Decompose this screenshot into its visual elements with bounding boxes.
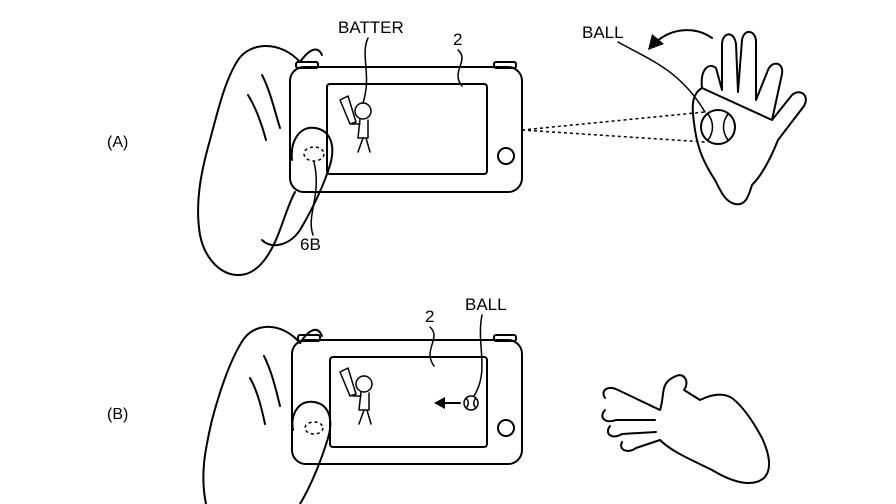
ball-label-a: BALL [582,23,624,42]
home-button-b [497,419,515,437]
right-hand-a [691,31,807,206]
ball-motion-arrowhead [434,397,445,409]
panel-b-label: (B) [107,406,128,423]
throw-arrow [655,29,713,43]
ball-leader-b [473,314,483,397]
right-hand-b [601,374,770,485]
shoulder-button-right-b [493,334,517,342]
left-hand-a [197,45,334,277]
bat-b [339,367,357,397]
button-6b-dotted [303,146,325,162]
device-screen-a [326,83,488,175]
shoulder-button-left-a [295,61,319,69]
device-ref-a: 2 [453,30,462,49]
panel-a-label: (A) [107,134,128,151]
button-ref-6b: 6B [300,235,321,254]
batter-figure-a [339,95,372,153]
left-hand-b [202,325,332,504]
button-dotted-b [304,421,324,435]
home-button-a [497,147,515,165]
baseball-a [700,109,736,145]
device-screen-b [329,356,488,448]
batter-head [354,102,372,120]
camera-sight-lines [521,111,706,143]
device-b [291,334,523,465]
throw-arrowhead [648,34,664,50]
bat [339,95,357,125]
batter-leader [362,37,369,104]
device-ref-b: 2 [425,307,434,326]
device-body-b [291,339,523,465]
ball-label-b: BALL [465,295,507,314]
ball-leader-a [617,41,706,113]
batter-figure-b [339,367,373,425]
device-ref-leader-a [457,49,463,87]
shoulder-button-left-b [297,334,321,342]
batter-label: BATTER [338,18,404,37]
shoulder-button-right-a [493,61,517,69]
panel-b: (B) 2 [107,295,770,504]
device-a [289,61,523,193]
button-ref-leader [310,161,318,236]
batter-head-b [355,375,373,393]
device-ref-leader-b [429,326,435,367]
on-screen-ball [463,395,479,411]
panel-a: (A) BATTER 2 [107,18,807,277]
